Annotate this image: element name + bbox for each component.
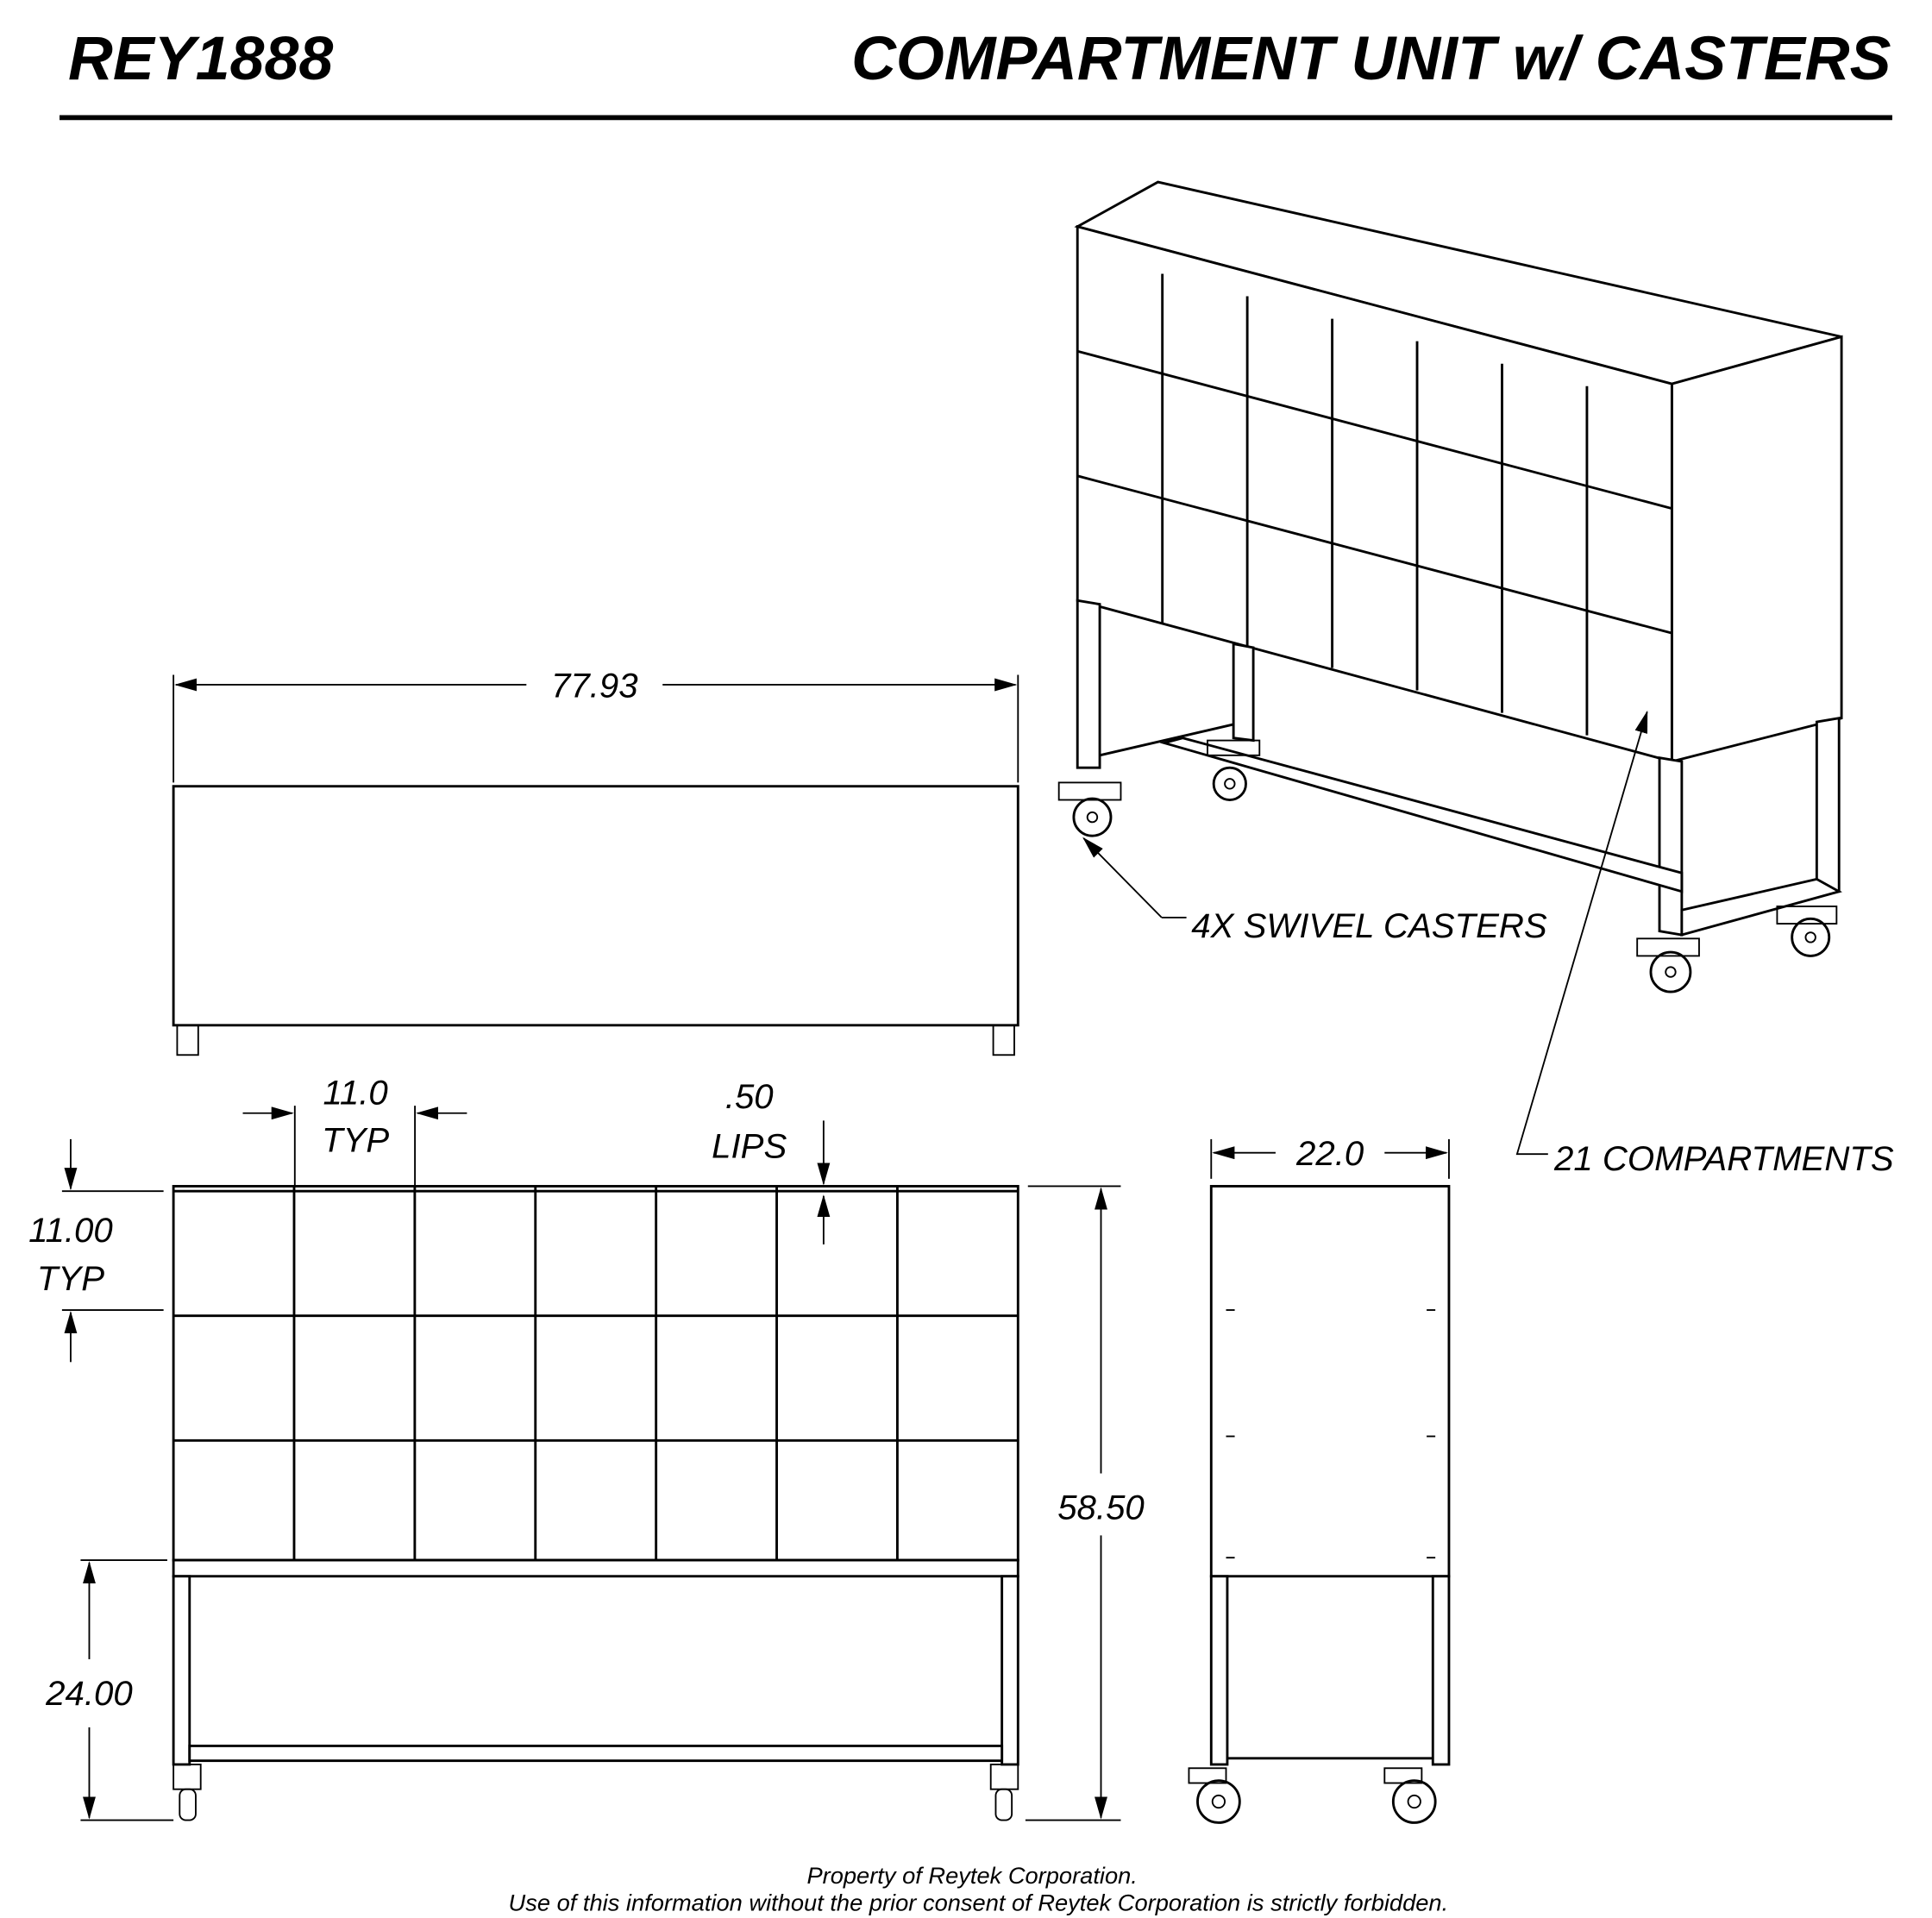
footer-notice: Use of this information without the prio… [509, 1889, 1449, 1915]
iso-caster-2 [1207, 739, 1261, 801]
dim-compartment-height: 11.00 [28, 1211, 113, 1250]
top-view: 77.93 [172, 666, 1019, 1056]
callout-casters: 4X SWIVEL CASTERS [1191, 906, 1547, 945]
dim-compartment-width: 11.0 [323, 1074, 389, 1113]
dim-lip-note: LIPS [712, 1126, 787, 1165]
side-view: 22.0 [1188, 1134, 1451, 1824]
dim-depth: 22.0 [1295, 1134, 1364, 1173]
drawing-title: COMPARTMENT UNIT w/ CASTERS [851, 24, 1891, 93]
front-view [172, 1185, 1019, 1821]
front-caster-right [989, 1764, 1019, 1821]
dim-compartment-width-note: TYP [322, 1120, 389, 1159]
dim-base-height: 24.00 [45, 1674, 133, 1713]
side-caster-right [1383, 1767, 1437, 1824]
iso-shelf [1076, 349, 1672, 511]
callouts: 4X SWIVEL CASTERS 21 COMPARTMENTS [1082, 710, 1894, 1178]
footer-property: Property of Reytek Corporation. [806, 1862, 1137, 1889]
dim-overall-width: 77.93 [551, 666, 638, 705]
front-dimensions: 11.0 TYP .50 LIPS 11.00 TYP 24.00 58.50 [28, 1074, 1145, 1821]
side-caster-left [1188, 1767, 1241, 1824]
isometric-view [1057, 180, 1843, 993]
front-caster-left [172, 1764, 202, 1821]
iso-shelf [1076, 474, 1672, 635]
part-number: REY1888 [68, 24, 333, 93]
iso-caster-1 [1057, 781, 1122, 837]
iso-side [1670, 335, 1843, 763]
iso-caster-3 [1636, 937, 1700, 993]
callout-compartments: 21 COMPARTMENTS [1553, 1139, 1894, 1178]
dim-compartment-height-note: TYP [37, 1259, 104, 1298]
dim-lip: .50 [725, 1077, 775, 1116]
iso-caster-4 [1776, 906, 1838, 957]
dim-overall-height: 58.50 [1057, 1489, 1145, 1527]
